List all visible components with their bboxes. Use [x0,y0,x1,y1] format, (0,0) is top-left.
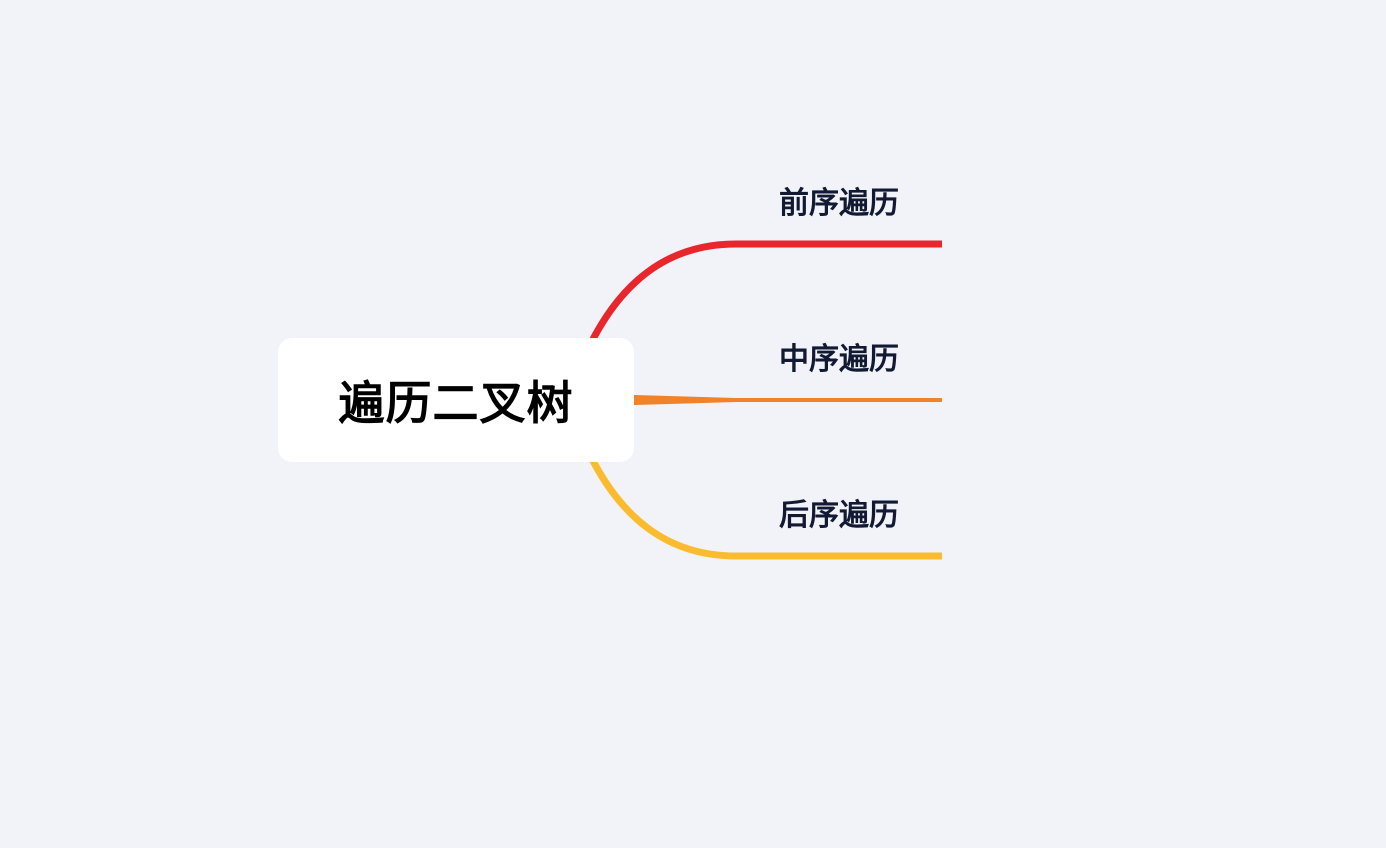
main-topic-preorder[interactable]: 前序遍历 [736,178,942,222]
branch-connector-1 [586,240,942,347]
main-topic-label: 后序遍历 [779,498,899,533]
branch-connector-2 [634,395,736,405]
main-topic-label: 中序遍历 [779,342,899,377]
central-topic-label: 遍历二叉树 [338,376,574,430]
branch-connector-3 [586,453,942,560]
main-topic-inorder[interactable]: 中序遍历 [736,334,942,378]
main-topic-label: 前序遍历 [779,186,899,221]
central-topic[interactable]: 遍历二叉树 [278,338,634,462]
main-topic-postorder[interactable]: 后序遍历 [736,490,942,534]
